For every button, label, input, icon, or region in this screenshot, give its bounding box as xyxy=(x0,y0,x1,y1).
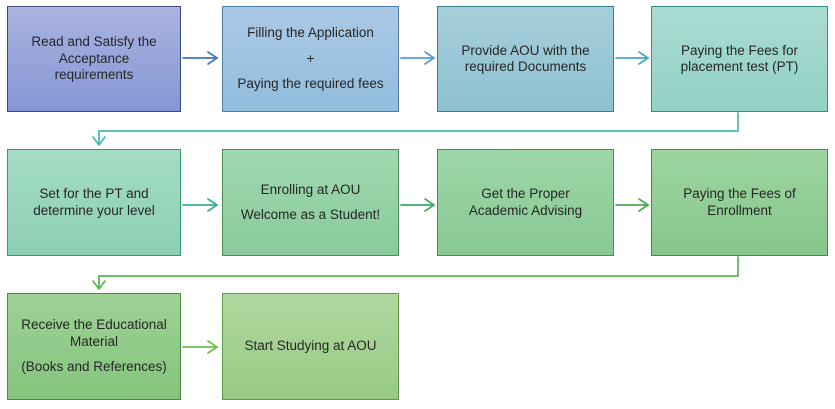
elbow-arrow-step4-step5 xyxy=(92,112,739,147)
step-label: Paying the Fees for placement test (PT) xyxy=(680,42,799,74)
step-label: Enrolling at AOU xyxy=(260,181,361,197)
step-label: Read and Satisfy the Acceptance requirem… xyxy=(31,34,157,83)
step-label: Paying the Fees of Enrollment xyxy=(683,186,796,218)
step-label: Set for the PT and determine your level xyxy=(33,186,155,218)
step-label: Filling the Application xyxy=(247,25,374,41)
step-label: Welcome as a Student! xyxy=(240,207,381,222)
flow-step-pay-pt-fees: Paying the Fees for placement test (PT) xyxy=(651,6,828,112)
flow-step-academic-advising: Get the Proper Academic Advising xyxy=(437,149,614,256)
flow-step-sit-placement-test: Set for the PT and determine your level xyxy=(7,149,181,256)
step-label: Receive the Educational Material xyxy=(21,317,167,349)
step-label: + xyxy=(306,50,315,66)
flow-step-enrolling: Enrolling at AOU Welcome as a Student! xyxy=(222,149,399,256)
elbow-arrow-step8-step9 xyxy=(92,256,739,291)
arrow-step1-step2 xyxy=(182,51,219,65)
step-label: Provide AOU with the required Documents xyxy=(461,42,590,74)
flow-step-provide-documents: Provide AOU with the required Documents xyxy=(437,6,614,112)
arrow-step9-step10 xyxy=(182,340,219,354)
arrow-step6-step7 xyxy=(400,198,436,212)
flow-step-pay-enrollment-fees: Paying the Fees of Enrollment xyxy=(651,149,828,256)
step-label: Start Studying at AOU xyxy=(244,338,377,354)
arrow-step3-step4 xyxy=(615,51,650,65)
flow-step-read-requirements: Read and Satisfy the Acceptance requirem… xyxy=(7,6,181,112)
arrow-step5-step6 xyxy=(182,198,219,212)
flow-step-fill-application: Filling the Application + Paying the req… xyxy=(222,6,399,112)
arrow-step2-step3 xyxy=(400,51,436,65)
arrow-step7-step8 xyxy=(615,198,650,212)
step-label: (Books and References) xyxy=(21,359,167,375)
step-label: Paying the required fees xyxy=(237,76,384,92)
flow-step-receive-material: Receive the Educational Material (Books … xyxy=(7,293,181,400)
step-label: Get the Proper Academic Advising xyxy=(468,186,583,218)
flow-step-start-studying: Start Studying at AOU xyxy=(222,293,399,400)
